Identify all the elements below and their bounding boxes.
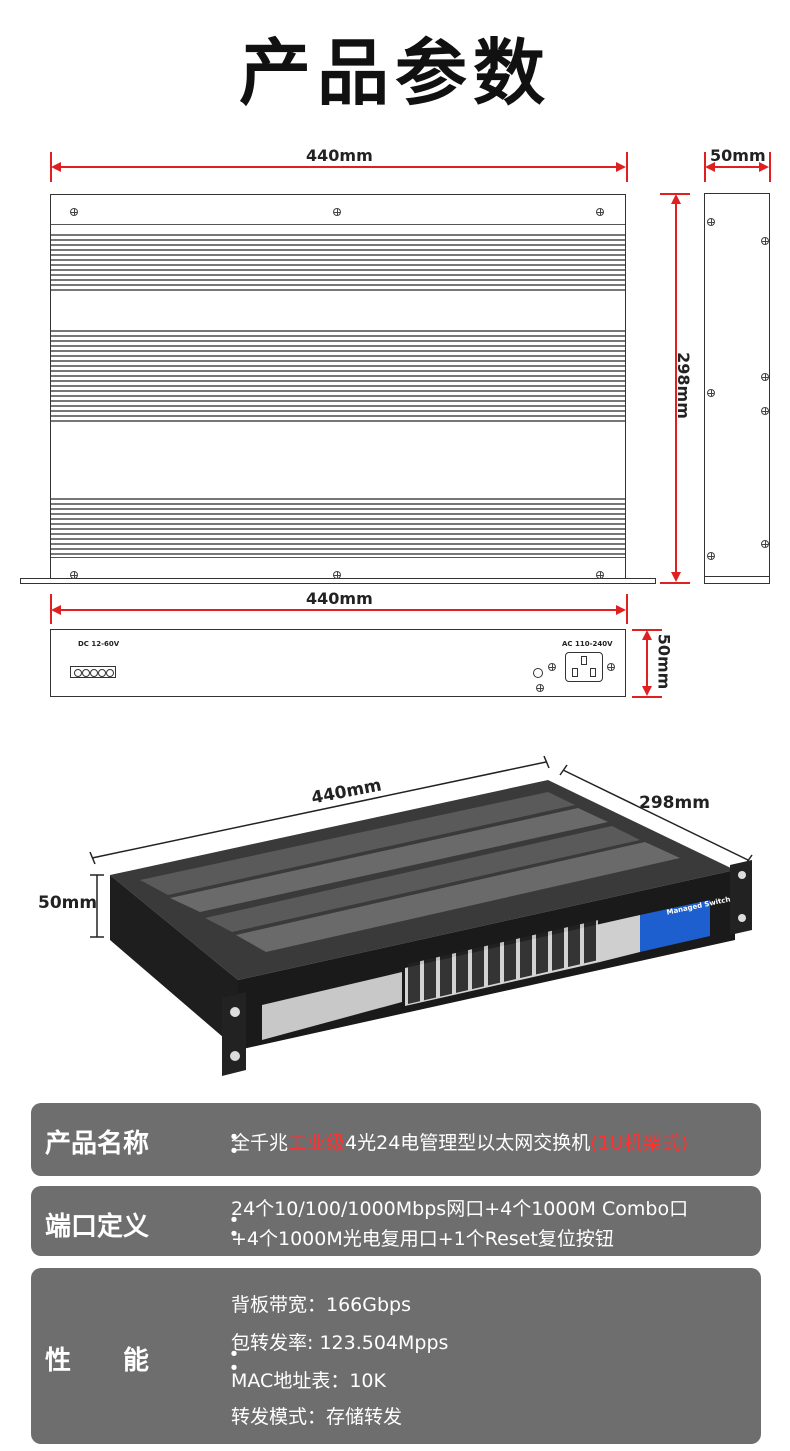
screw-icon [70,571,78,579]
ground-icon [533,668,543,678]
spec-performance: 性 能 ： 背板带宽：166Gbps 包转发率: 123.504Mpps MAC… [31,1268,761,1444]
spec-product-name: 产品名称 ： 全千兆工业级4光24电管理型以太网交换机(1U机架式) [31,1103,761,1176]
screw-icon [596,208,604,216]
dc-terminal-icon [70,666,116,678]
spec-value-line: 包转发率: 123.504Mpps [231,1332,449,1354]
screw-icon [536,684,544,692]
screw-icon [761,407,769,415]
spec-value-line: 背板带宽：166Gbps [231,1294,412,1316]
dc-label: DC 12-60V [78,640,120,648]
screw-icon [607,663,615,671]
ac-socket-icon [565,652,603,682]
spec-value: 全千兆工业级4光24电管理型以太网交换机(1U机架式) [231,1132,689,1154]
spec-key: 端口定义 [45,1212,150,1242]
screw-icon [548,663,556,671]
screw-icon [707,552,715,560]
spec-ports: 端口定义 ： 24个10/100/1000Mbps网口+4个1000M Comb… [31,1186,761,1256]
iso-height-label: 50mm [38,893,98,913]
screw-icon [70,208,78,216]
screw-icon [333,208,341,216]
side-width-label: 50mm [710,146,766,165]
spec-value-line: 转发模式：存储转发 [231,1406,403,1428]
screw-icon [707,218,715,226]
screw-icon [761,373,769,381]
top-width-label: 440mm [306,146,373,165]
screw-icon [707,389,715,397]
spec-colon: ： [227,1209,256,1242]
spec-colon: ： [227,1343,256,1376]
screw-icon [596,571,604,579]
front-width-label: 440mm [306,589,373,608]
spec-value-line: +4个1000M光电复用口+1个Reset复位按钮 [231,1228,614,1250]
spec-value-line: 24个10/100/1000Mbps网口+4个1000M Combo口 [231,1198,689,1220]
depth-label: 298mm [673,352,693,419]
screw-icon [761,540,769,548]
spec-key: 产品名称 [45,1129,150,1159]
spec-key: 性 能 [45,1346,150,1376]
front-height-label: 50mm [654,633,674,690]
spec-colon: ： [227,1126,256,1159]
spec-value-line: MAC地址表：10K [231,1370,386,1392]
page-title: 产品参数 [238,31,551,115]
screw-icon [761,237,769,245]
ac-label: AC 110-240V [562,640,613,648]
iso-depth-label: 298mm [639,793,710,813]
screw-icon [333,571,341,579]
